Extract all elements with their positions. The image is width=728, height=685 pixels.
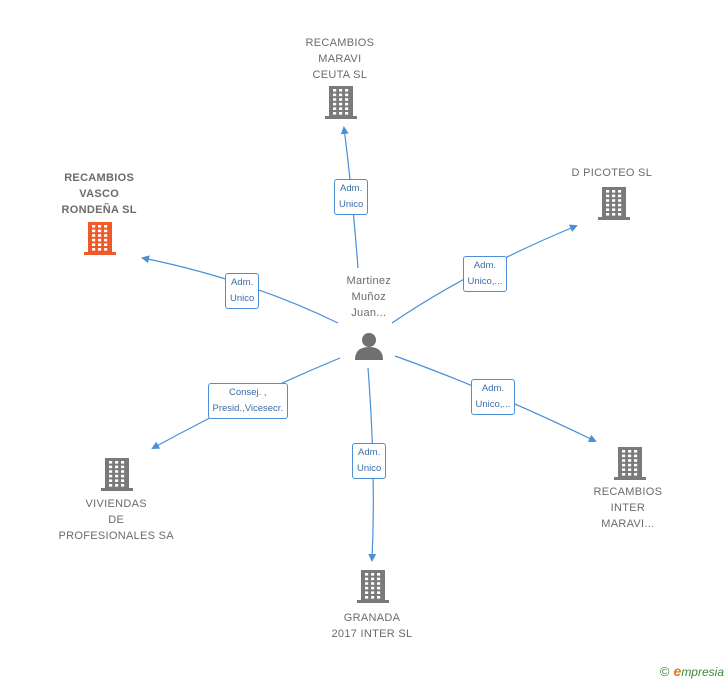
company-name-recambios-vasco-rondena-line: RONDEÑA SL xyxy=(61,204,137,216)
company-name-recambios-inter-maravi[interactable]: RECAMBIOS INTER MARAVI... xyxy=(594,484,663,532)
role-label-line: Adm. xyxy=(340,183,363,194)
role-label-line: Unico xyxy=(230,293,255,304)
company-name-recambios-vasco-rondena-line: VASCO xyxy=(79,188,120,200)
role-label-d-picoteo[interactable]: Adm. Unico,... xyxy=(462,256,508,292)
brand-logo: empresia xyxy=(673,663,724,679)
company-name-viviendas-de-profesionales-line: VIVIENDAS xyxy=(85,498,147,510)
company-name-recambios-maravi-ceuta-line: RECAMBIOS xyxy=(305,37,375,49)
company-name-recambios-maravi-ceuta-line: MARAVI xyxy=(318,53,362,65)
role-label-line: Consej. , xyxy=(229,387,267,398)
company-name-d-picoteo-line: D PICOTEO SL xyxy=(571,167,653,179)
role-label-line: Unico xyxy=(339,199,364,210)
role-label-line: Unico,... xyxy=(475,399,511,410)
role-label-line: Adm. xyxy=(231,277,254,288)
company-name-viviendas-de-profesionales[interactable]: VIVIENDAS DE PROFESIONALES SA xyxy=(59,496,174,544)
building-icon-recambios-inter-maravi[interactable] xyxy=(614,447,646,480)
company-name-viviendas-de-profesionales-line: PROFESIONALES SA xyxy=(58,530,174,542)
building-icon-granada-2017-inter[interactable] xyxy=(357,570,389,603)
company-name-recambios-inter-maravi-line: MARAVI... xyxy=(601,518,655,530)
role-label-recambios-vasco-rondena[interactable]: Adm. Unico xyxy=(225,273,260,309)
company-name-recambios-vasco-rondena-line: RECAMBIOS xyxy=(64,172,135,184)
person-name-label-line: Muñoz xyxy=(351,291,387,303)
role-label-line: Presid.,Vicesecr. xyxy=(212,403,284,414)
company-name-recambios-maravi-ceuta-line: CEUTA SL xyxy=(312,69,368,81)
building-icon-recambios-vasco-rondena[interactable] xyxy=(84,222,116,255)
company-name-recambios-vasco-rondena[interactable]: RECAMBIOS VASCO RONDEÑA SL xyxy=(62,170,137,218)
company-name-recambios-inter-maravi-line: INTER xyxy=(610,502,646,514)
role-label-line: Adm. xyxy=(358,447,381,458)
company-name-recambios-inter-maravi-line: RECAMBIOS xyxy=(593,486,663,498)
role-label-line: Adm. xyxy=(481,383,505,394)
company-name-viviendas-de-profesionales-line: DE xyxy=(108,514,125,526)
company-name-granada-2017-inter-line: 2017 INTER SL xyxy=(331,628,413,640)
footer-brand: © empresia xyxy=(660,663,724,679)
building-icon-d-picoteo[interactable] xyxy=(598,187,630,220)
building-icon-recambios-maravi-ceuta[interactable] xyxy=(325,86,357,119)
role-label-line: Adm. xyxy=(473,260,497,271)
building-icon-viviendas-de-profesionales[interactable] xyxy=(101,458,133,491)
role-label-recambios-maravi-ceuta[interactable]: Adm. Unico xyxy=(334,179,369,215)
company-name-granada-2017-inter[interactable]: GRANADA 2017 INTER SL xyxy=(332,610,413,642)
role-label-line: Unico xyxy=(357,463,382,474)
role-label-granada-2017-inter[interactable]: Adm. Unico xyxy=(352,443,387,479)
person-icon[interactable] xyxy=(355,333,383,360)
company-name-d-picoteo[interactable]: D PICOTEO SL xyxy=(572,165,653,181)
role-label-viviendas-de-profesionales[interactable]: Consej. , Presid.,Vicesecr. xyxy=(207,383,289,419)
person-name-label-line: Martinez xyxy=(346,275,392,287)
person-name-label-line: Juan... xyxy=(351,307,387,319)
copyright-symbol: © xyxy=(659,663,670,679)
company-name-recambios-maravi-ceuta[interactable]: RECAMBIOS MARAVI CEUTA SL xyxy=(306,35,375,83)
role-label-recambios-inter-maravi[interactable]: Adm. Unico,... xyxy=(470,379,516,415)
role-label-line: Unico,... xyxy=(467,276,503,287)
company-name-granada-2017-inter-line: GRANADA xyxy=(343,612,401,624)
